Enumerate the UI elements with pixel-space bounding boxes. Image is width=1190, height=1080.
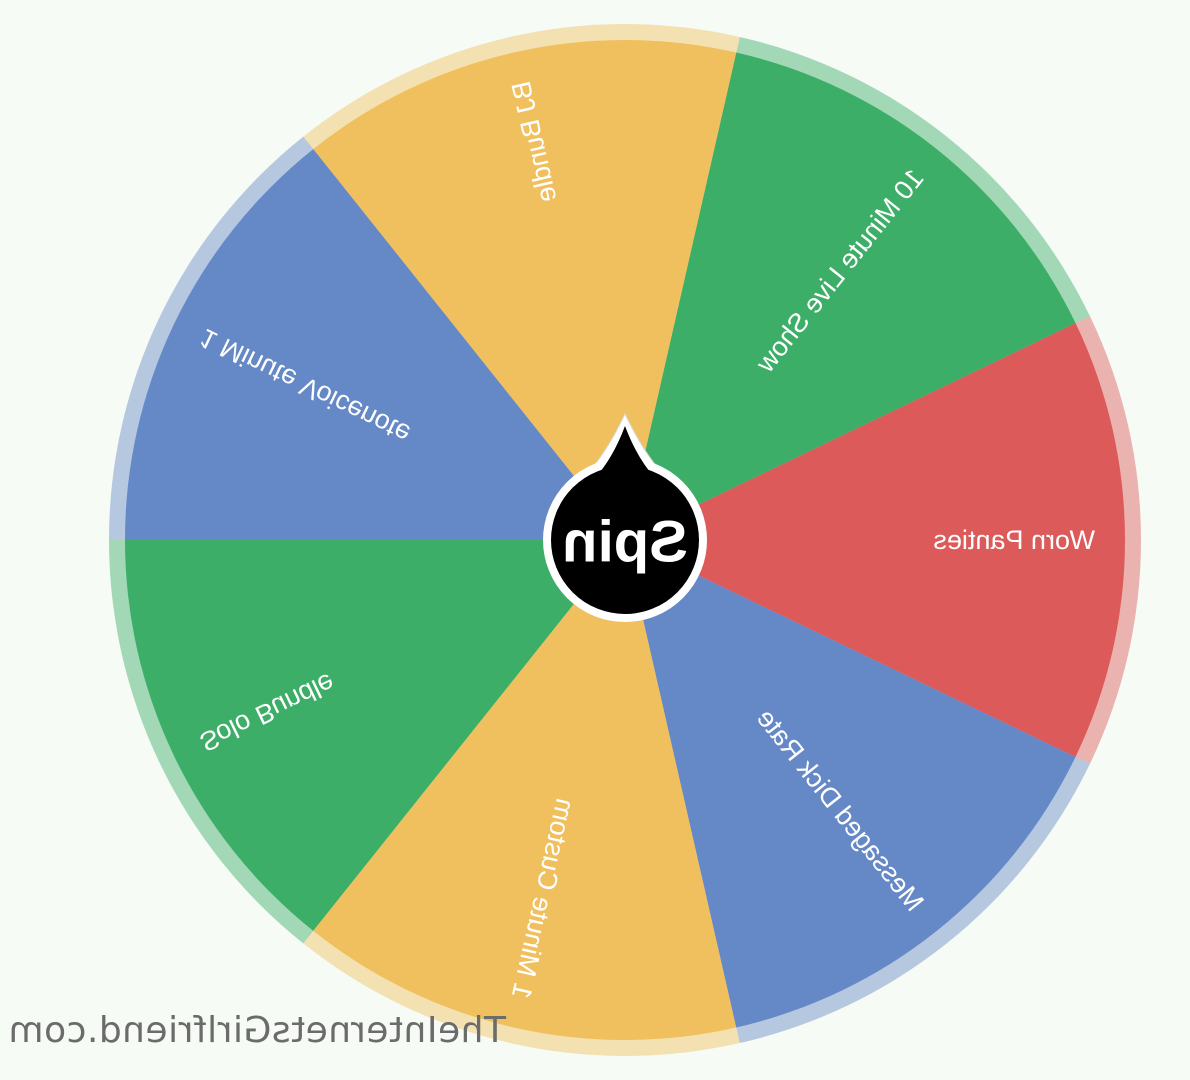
wheel-segment[interactable] <box>125 540 625 931</box>
wheel-segment[interactable] <box>625 540 1076 1028</box>
spin-pointer-inner <box>595 426 655 478</box>
wheel-segment[interactable] <box>313 540 737 1040</box>
wheel-segment-label: Worn Panties <box>933 525 1095 555</box>
spin-button-label[interactable]: Spin <box>562 510 688 575</box>
wheel-segment[interactable] <box>125 149 625 540</box>
spin-button[interactable]: Spin <box>543 412 707 622</box>
wheel-segment[interactable] <box>625 52 1076 540</box>
wheel-segments[interactable] <box>125 40 1125 1040</box>
wheel-segment[interactable] <box>313 40 737 541</box>
watermark: TheInternetsGirlfriend.com <box>8 1010 506 1051</box>
wheel-segment[interactable] <box>625 323 1125 757</box>
